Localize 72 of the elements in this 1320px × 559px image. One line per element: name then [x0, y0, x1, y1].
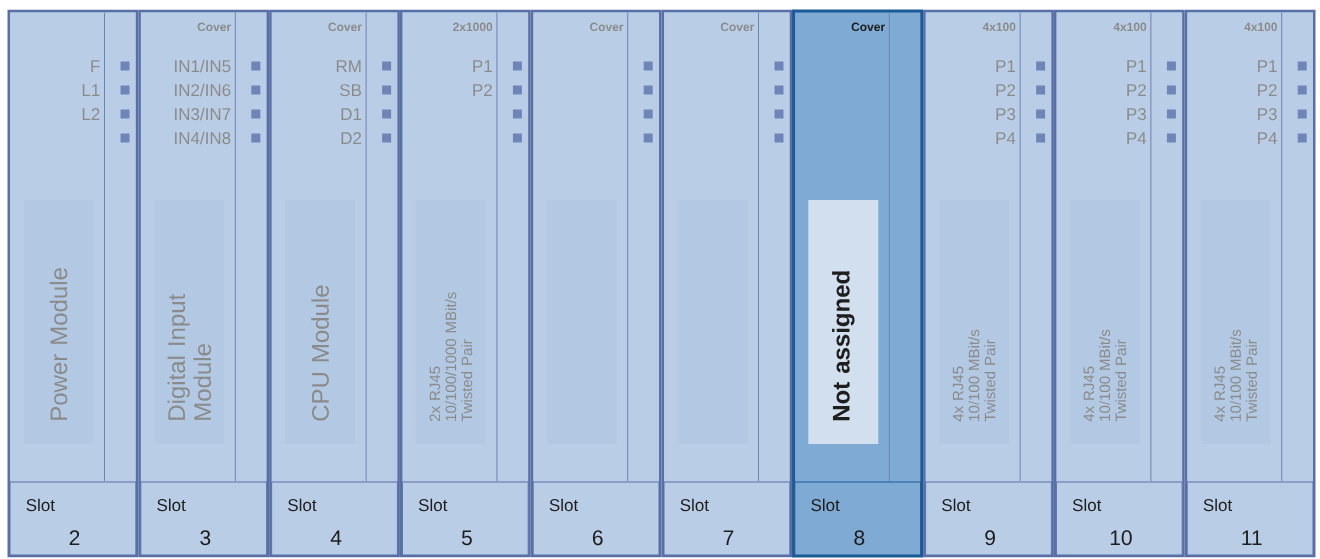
slot-cell	[271, 481, 398, 556]
slot-number: 10	[1110, 530, 1132, 546]
slot-cell	[1186, 481, 1314, 556]
module-header: 2x1000	[453, 22, 493, 32]
slot-number: 11	[1242, 530, 1262, 545]
module-label: 4x RJ45 10/100 MBit/s Twisted Pair	[1069, 200, 1140, 444]
slot-cell	[925, 481, 1052, 556]
slot-number: 6	[592, 530, 603, 546]
slot-label: Slot	[549, 498, 579, 512]
slot-number: 4	[330, 530, 342, 545]
port-label: P4	[996, 132, 1016, 144]
module-label: Power Module	[23, 200, 94, 444]
slot-label: Slot	[680, 498, 709, 512]
module-label: CPU Module	[285, 200, 356, 444]
slot-cell	[9, 481, 137, 556]
port-label: P2	[996, 84, 1016, 96]
port-label: L1	[82, 84, 100, 96]
port-label: IN4/IN8	[175, 131, 231, 145]
slot-number: 2	[69, 530, 80, 545]
slot-label: Slot	[288, 498, 317, 512]
port-label: P1	[1127, 60, 1146, 72]
port-label: P2	[1127, 84, 1146, 96]
slot-cell	[140, 481, 268, 556]
port-label: P2	[473, 84, 492, 96]
port-label: P1	[1258, 60, 1277, 72]
port-label: P3	[1258, 108, 1277, 121]
slot-label: Slot	[1203, 498, 1233, 512]
module-label: 2x RJ45 10/100/1000 MBit/s Twisted Pair	[415, 200, 486, 444]
module-label: Not assigned	[808, 200, 879, 444]
slot-number: 5	[461, 530, 472, 546]
slot-number: 3	[200, 530, 211, 546]
module-header: 4x100	[982, 22, 1016, 32]
module-label: 4x RJ45 10/100 MBit/s Twisted Pair	[1200, 200, 1271, 444]
port-label: P1	[996, 60, 1016, 72]
port-label: P4	[1127, 132, 1147, 144]
port-label: P3	[1127, 108, 1146, 121]
slot-label: Slot	[942, 498, 971, 512]
port-label: IN1/IN5	[175, 59, 231, 73]
module-header: Cover	[590, 22, 624, 32]
port-label: D2	[341, 132, 362, 144]
slot-label: Slot	[26, 498, 55, 512]
port-label: IN2/IN6	[175, 83, 231, 97]
module-header: Cover	[328, 22, 362, 32]
port-label: P1	[473, 60, 492, 72]
port-label: L2	[82, 108, 100, 120]
port-label: SB	[340, 84, 361, 97]
port-label: P2	[1258, 84, 1277, 96]
module-header: Cover	[197, 22, 231, 32]
slot-label: Slot	[418, 498, 448, 512]
module-header: 4x100	[1113, 22, 1147, 32]
port-label: D1	[341, 108, 362, 120]
slot-cell	[794, 481, 922, 556]
module-header: Cover	[720, 22, 755, 32]
slot-cell	[401, 481, 529, 556]
slot-number: 9	[985, 530, 995, 546]
module-label: 4x RJ45 10/100 MBit/s Twisted Pair	[939, 200, 1010, 444]
port-label: RM	[336, 60, 361, 72]
port-label: F	[91, 60, 100, 72]
module-header: 4x100	[1244, 22, 1277, 32]
slot-number: 8	[854, 530, 865, 546]
slot-cell	[663, 481, 791, 556]
port-label: P4	[1258, 132, 1277, 144]
module-header: Cover	[851, 22, 885, 32]
slot-label: Slot	[1072, 498, 1102, 512]
slot-cell	[1055, 481, 1183, 556]
slot-label: Slot	[811, 498, 840, 512]
slot-cell	[532, 481, 660, 556]
slot-label: Slot	[157, 498, 186, 512]
port-label: P3	[996, 108, 1016, 121]
slot-number: 7	[723, 530, 734, 545]
module-label: Digital Input Module	[154, 200, 225, 444]
port-label: IN3/IN7	[175, 107, 231, 121]
